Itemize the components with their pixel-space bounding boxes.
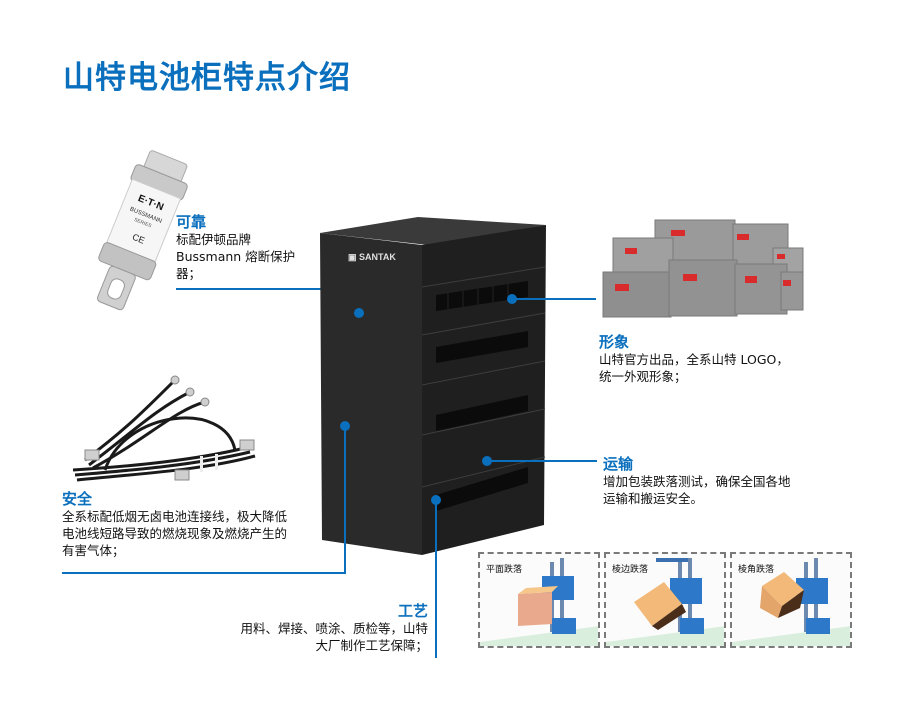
feature-transport-line: 增加包装跌落测试，确保全国各地 [603, 474, 791, 489]
callout-dot-reliable [354, 308, 364, 318]
feature-reliable-line: 器； [176, 266, 202, 281]
page-title: 山特电池柜特点介绍 [63, 60, 351, 96]
connector-line [176, 288, 360, 290]
connector-line [344, 426, 346, 574]
feature-craft-heading: 工艺 [397, 602, 428, 620]
feature-reliable-heading: 可靠 [176, 213, 207, 231]
feature-reliable-line: Bussmann 熔断保护 [176, 249, 296, 264]
drop-test-panels: 平面跌落 棱边跌落 棱角跌落 [478, 552, 852, 648]
svg-text:CE: CE [131, 232, 146, 246]
feature-safety: 安全 全系标配低烟无卤电池连接线，极大降低 电池线短路导致的燃烧现象及燃烧产生的… [62, 490, 352, 559]
fuse-image: E·T·N BUSSMANN SERIES CE [80, 150, 200, 320]
drop-test-label: 棱边跌落 [612, 565, 649, 575]
feature-craft-line: 用料、焊接、喷涂、质检等，山特 [240, 621, 428, 636]
drop-test-label: 棱角跌落 [738, 565, 775, 575]
feature-safety-line: 有害气体； [62, 543, 125, 558]
feature-image-line: 山特官方出品，全系山特 LOGO， [599, 352, 789, 367]
feature-reliable-line: 标配伊顿品牌 [176, 232, 252, 247]
cabinet-brand-logo: ▣ SANTAK [348, 252, 396, 262]
feature-image-heading: 形象 [599, 333, 630, 351]
feature-safety-line: 电池线短路导致的燃烧现象及燃烧产生的 [62, 526, 288, 541]
feature-image-line: 统一外观形象； [599, 369, 687, 384]
drop-test-label: 平面跌落 [486, 565, 523, 575]
feature-craft: 工艺 用料、焊接、喷涂、质检等，山特 大厂制作工艺保障； [200, 602, 428, 654]
feature-image: 形象 山特官方出品，全系山特 LOGO， 统一外观形象； [599, 333, 839, 385]
feature-transport-heading: 运输 [603, 455, 634, 473]
feature-safety-line: 全系标配低烟无卤电池连接线，极大降低 [62, 509, 288, 524]
connector-line [512, 298, 596, 300]
drop-test-corner: 棱角跌落 [730, 552, 852, 648]
connector-line [62, 572, 346, 574]
connector-line [487, 460, 597, 462]
connector-line [435, 500, 437, 658]
feature-craft-line: 大厂制作工艺保障； [315, 638, 428, 653]
drop-test-edge: 棱边跌落 [604, 552, 726, 648]
feature-safety-heading: 安全 [62, 490, 93, 508]
cabinet-body: ▣ SANTAK [320, 217, 546, 555]
cables-image [65, 370, 270, 490]
drop-test-flat: 平面跌落 [478, 552, 600, 648]
feature-reliable: 可靠 标配伊顿品牌 Bussmann 熔断保护 器； [176, 213, 326, 282]
feature-transport-line: 运输和搬运安全。 [603, 491, 704, 506]
batteries-image [595, 210, 810, 320]
feature-transport: 运输 增加包装跌落测试，确保全国各地 运输和搬运安全。 [603, 455, 843, 507]
